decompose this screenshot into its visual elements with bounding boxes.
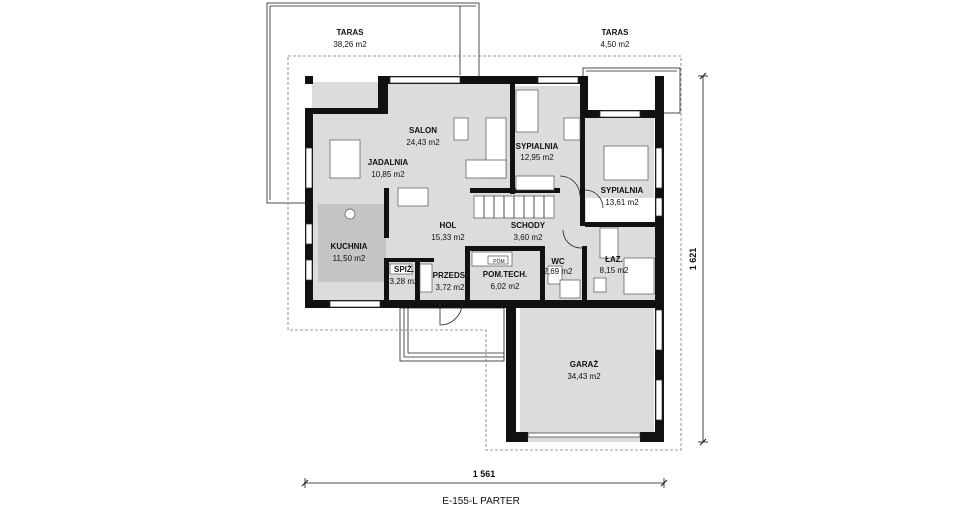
dimension-vertical: 1 621 — [688, 72, 708, 446]
room-area: 12,95 m2 — [520, 153, 554, 162]
terrace-right — [582, 67, 681, 114]
stairs — [473, 195, 555, 219]
dimension-width: 1 561 — [473, 469, 496, 479]
roof-outline — [287, 55, 682, 451]
room-area: 13,61 m2 — [605, 198, 639, 207]
room-area: 15,33 m2 — [431, 233, 465, 242]
room-label-taras-left: TARAS 38,26 m2 — [333, 28, 367, 49]
fixture-label-pom: POM — [493, 259, 504, 265]
room-name: KUCHNIA — [331, 242, 368, 251]
room-name: GARAŻ — [570, 360, 599, 369]
room-label-sypialnia-1: SYPIALNIA 12,95 m2 — [516, 142, 559, 162]
room-label-laz: ŁAZ. 8,15 m2 — [600, 255, 629, 275]
room-name: POM.TECH. — [483, 270, 527, 279]
room-label-przeds: PRZEDS. 3,72 m2 — [433, 271, 468, 292]
room-area: 3,72 m2 — [436, 283, 465, 292]
room-area: 3,28 m2 — [390, 277, 419, 286]
room-name: PRZEDS. — [433, 271, 468, 280]
room-label-pomtech: POM.TECH. 6,02 m2 — [483, 270, 527, 291]
room-name: TARAS — [337, 28, 365, 37]
room-area: 11,50 m2 — [333, 254, 366, 263]
room-name: ŁAZ. — [605, 255, 623, 264]
room-name: SCHODY — [511, 221, 546, 230]
furniture — [329, 89, 655, 299]
room-name: SYPIALNIA — [601, 186, 644, 195]
room-name: JADALNIA — [368, 158, 409, 167]
room-label-schody: SCHODY 3,60 m2 — [511, 221, 546, 242]
room-label-spiz: SPIŻ. 3,28 m2 — [390, 265, 419, 286]
room-area: 2,69 m2 — [544, 267, 573, 276]
room-label-taras-right: TARAS 4,50 m2 — [601, 28, 630, 49]
room-area: 34,43 m2 — [567, 372, 601, 381]
room-name: SYPIALNIA — [516, 142, 559, 151]
room-area: 10,85 m2 — [371, 170, 405, 179]
room-label-kuchnia: KUCHNIA 11,50 m2 — [331, 242, 368, 263]
windows — [305, 76, 663, 438]
plan-caption: E-155-L PARTER — [442, 496, 520, 507]
room-name: SPIŻ. — [394, 265, 414, 274]
doors — [439, 175, 604, 326]
room-area: 8,15 m2 — [600, 266, 629, 275]
room-label-wc: WC 2,69 m2 — [544, 257, 573, 276]
room-area: 24,43 m2 — [406, 138, 440, 147]
room-name: HOL — [440, 221, 457, 230]
room-area: 4,50 m2 — [601, 40, 630, 49]
room-name: SALON — [409, 126, 437, 135]
room-label-salon: SALON 24,43 m2 — [406, 126, 440, 147]
entrance-steps — [399, 307, 505, 362]
room-name: TARAS — [602, 28, 630, 37]
dimension-height: 1 621 — [688, 248, 698, 271]
room-label-sypialnia-2: SYPIALNIA 13,61 m2 — [601, 186, 644, 207]
room-label-garaz: GARAŻ 34,43 m2 — [567, 360, 601, 381]
room-area: 38,26 m2 — [333, 40, 367, 49]
dimension-horizontal: 1 561 — [301, 469, 668, 488]
room-label-jadalnia: JADALNIA 10,85 m2 — [368, 158, 409, 179]
room-label-hol: HOL 15,33 m2 — [431, 221, 465, 242]
room-area: 3,60 m2 — [514, 233, 543, 242]
room-area: 6,02 m2 — [491, 282, 520, 291]
room-name: WC — [551, 257, 565, 266]
